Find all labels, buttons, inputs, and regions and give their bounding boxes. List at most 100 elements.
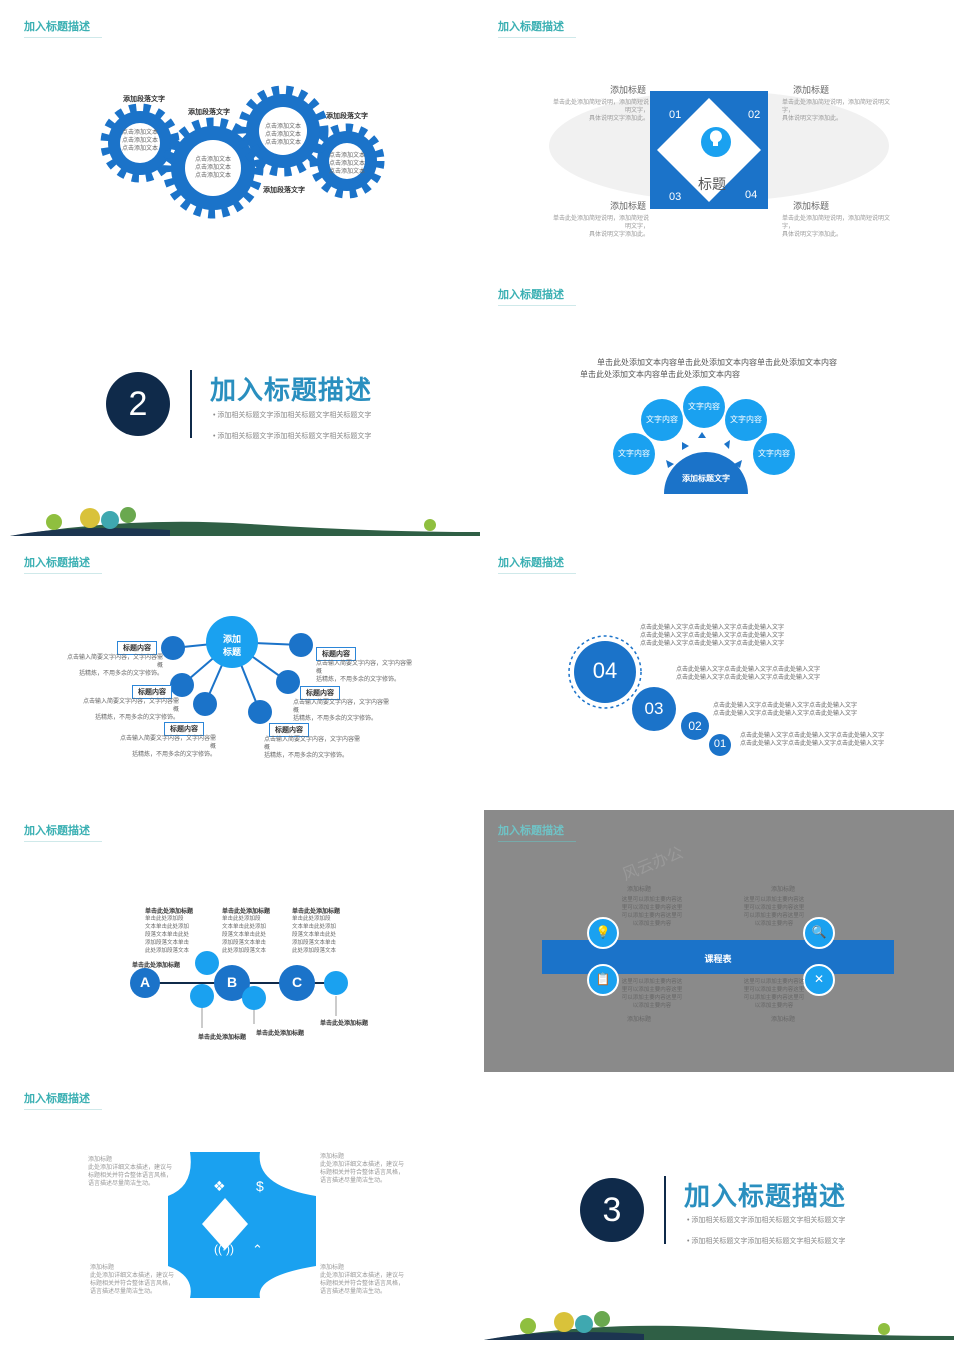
- hub-desc-5: 点击输入简要文字内容，文字内容需概括精炼，不用多余的文字修饰。: [293, 700, 390, 722]
- brain-title-br: 添加标题: [793, 201, 830, 211]
- step-02: 02: [688, 719, 702, 733]
- section-bullet-2: • 添加相关标题文字添加相关标题文字相关标题文字: [213, 433, 372, 440]
- slide-abc[interactable]: 加入标题描述 A B C 单击此处添加标题 单击此处添加段文本单击此处添加段落文…: [10, 810, 480, 1072]
- brain-desc-br: 单击此处添加简短说明，添加简短说明文字，具体说明文字添加此。: [782, 216, 891, 238]
- abc-label-b1: 单击此处添加标题: [198, 1035, 247, 1041]
- sched-title-br: 添加标题: [770, 1017, 795, 1023]
- gear-label-2: 添加段落文字: [188, 109, 230, 116]
- section-number: 2: [106, 372, 170, 436]
- hub-label-6: 标题内容: [269, 723, 309, 737]
- lightbulb-icon: 💡: [595, 925, 611, 939]
- tools-icon: ✕: [813, 972, 825, 986]
- cross-tr: 添加标题此处添加详细文本描述，建议与标题相关并符合整体语言风格，语言描述尽量简洁…: [320, 1154, 405, 1184]
- abc-col-1: 单击此处添加标题 单击此处添加段文本单击此处添加段落文本单击此处添加段落文本单击…: [145, 909, 194, 954]
- cross-br: 添加标题此处添加详细文本描述，建议与标题相关并符合整体语言风格，语言描述尽量简洁…: [320, 1265, 405, 1295]
- abc-col-3: 单击此处添加标题 单击此处添加段文本单击此处添加段落文本单击此处添加段落文本单击…: [292, 909, 341, 954]
- slide-semicircle[interactable]: 加入标题描述 单击此处添加文本内容单击此处添加文本内容单击此处添加文本内容 单击…: [484, 274, 954, 536]
- bubble-2: 文字内容: [646, 415, 678, 424]
- step-02-text: 点击此处输入文字点击此处输入文字点击此处输入文字点击此处输入文字点击此处输入文字…: [713, 703, 858, 717]
- hub-desc-4: 点击输入简要文字内容，文字内容需概括精炼，不用多余的文字修饰。: [316, 661, 413, 683]
- sched-body-tr: 这里可以添加主要内容这里可以添加主要内容这里可以添加主要内容这里可以添加主要内容: [743, 897, 805, 927]
- hub-label-1: 标题内容: [117, 641, 157, 655]
- slide-cross[interactable]: 加入标题描述 ❖ $ ((·)) ⌃ 添加标题此处添加详细文本描述，建议与标题相…: [10, 1078, 480, 1340]
- sched-body-tl: 这里可以添加主要内容这里可以添加主要内容这里可以添加主要内容这里可以添加主要内容: [621, 897, 683, 927]
- brain-title-tl: 添加标题: [610, 85, 647, 95]
- abc-label-b2: 单击此处添加标题: [256, 1031, 305, 1037]
- section-title: 加入标题描述: [210, 375, 373, 405]
- diamond-num-04: 04: [745, 189, 758, 201]
- brain-title-tr: 添加标题: [793, 85, 830, 95]
- slide-title: 加入标题描述: [498, 18, 576, 38]
- bubble-5: 文字内容: [758, 449, 790, 458]
- gears-graphic: [100, 85, 385, 219]
- section-divider: [664, 1176, 666, 1244]
- slide-title: 加入标题描述: [498, 286, 576, 306]
- brain-desc-tl: 单击此处添加简短说明，添加简短说明文字，具体说明文字添加此。: [552, 100, 649, 122]
- slide-title: 加入标题描述: [498, 554, 576, 574]
- sched-title-tr: 添加标题: [770, 887, 795, 893]
- node-c: C: [291, 974, 303, 990]
- schedule-bar-title: 课程表: [704, 954, 732, 964]
- slide-steps[interactable]: 加入标题描述 04 03 02 01 点击此处输入文字点击此处输入文字点击此处输…: [484, 542, 954, 804]
- hub-label-3: 标题内容: [164, 722, 204, 736]
- slide-brain-diamond[interactable]: 加入标题描述 标题 01 02 03 04 添加标题 单击此处添加简短说明，添加…: [484, 6, 954, 268]
- slide-section-2[interactable]: 2 加入标题描述 • 添加相关标题文字添加相关标题文字相关标题文字 • 添加相关…: [10, 274, 480, 536]
- cross-tl: 添加标题此处添加详细文本描述，建议与标题相关并符合整体语言风格，语言描述尽量简洁…: [88, 1157, 173, 1187]
- step-01-text: 点击此处输入文字点击此处输入文字点击此处输入文字点击此处输入文字点击此处输入文字…: [740, 733, 885, 747]
- hub-graphic: [161, 616, 313, 724]
- hub-center: 添加 标题: [222, 634, 241, 657]
- node-b: B: [226, 974, 238, 990]
- section-number: 3: [580, 1178, 644, 1242]
- sched-body-bl: 这里可以添加主要内容这里可以添加主要内容这里可以添加主要内容这里可以添加主要内容: [621, 979, 683, 1009]
- gear-label-1: 添加段落文字: [123, 96, 165, 103]
- slide-schedule[interactable]: 加入标题描述 风云办公 课程表 💡 🔍 📋 ✕ 添加标题 这里可以添加主要内容这…: [484, 810, 954, 1072]
- gear-text-2: 点击添加文本点击添加文本点击添加文本: [194, 157, 231, 179]
- sched-title-tl: 添加标题: [626, 887, 651, 893]
- bubble-1: 文字内容: [618, 449, 650, 458]
- semi-base-label: 添加标题文字: [682, 474, 730, 483]
- section-bullet-2: • 添加相关标题文字添加相关标题文字相关标题文字: [687, 1238, 846, 1245]
- section-divider: [190, 370, 192, 438]
- hub-label-5: 标题内容: [300, 686, 340, 700]
- landscape-graphic: [484, 1311, 954, 1340]
- steps-graphic: [568, 635, 731, 756]
- slide-hub[interactable]: 加入标题描述 添加 标题 标题内容 点击输入简要文字内容，文字内容需概括精炼，不…: [10, 542, 480, 804]
- box-icon: ❖: [213, 1178, 226, 1194]
- diamond-center-title: 标题: [698, 176, 726, 192]
- brain-desc-bl: 单击此处添加简短说明，添加简短说明文字，具体说明文字添加此。: [552, 216, 649, 238]
- diamond-num-01: 01: [669, 109, 682, 121]
- landscape-graphic: [10, 507, 480, 536]
- diamond-num-02: 02: [748, 109, 761, 121]
- gear-label-3: 添加段落文字: [326, 113, 368, 120]
- hub-desc-2: 点击输入简要文字内容，文字内容需概括精炼，不用多余的文字修饰。: [83, 699, 180, 721]
- diamond-graphic: [549, 91, 889, 209]
- gear-text-1: 点击添加文本点击添加文本点击添加文本: [121, 130, 158, 152]
- schedule-icons: [587, 917, 835, 996]
- hub-desc-3: 点击输入简要文字内容，文字内容需概括精炼，不用多余的文字修饰。: [120, 736, 217, 758]
- step-01: 01: [713, 738, 727, 750]
- semi-intro-2: 单击此处添加文本内容单击此处添加文本内容: [580, 370, 740, 379]
- gear-label-4: 添加段落文字: [263, 187, 305, 194]
- wifi-icon: ((·)): [214, 1242, 234, 1256]
- step-03: 03: [644, 699, 664, 718]
- step-03-text: 点击此处输入文字点击此处输入文字点击此处输入文字点击此处输入文字点击此处输入文字…: [676, 667, 821, 681]
- clipboard-icon: 📋: [595, 972, 611, 986]
- slide-title: 加入标题描述: [24, 18, 102, 38]
- cross-graphic: [168, 1152, 316, 1298]
- slide-title: 加入标题描述: [24, 554, 102, 574]
- hub-desc-6: 点击输入简要文字内容，文字内容需概括精炼，不用多余的文字修饰。: [264, 737, 361, 759]
- semi-intro-1: 单击此处添加文本内容单击此处添加文本内容单击此处添加文本内容: [597, 358, 837, 367]
- slide-gears[interactable]: 加入标题描述 添加段落文字 添加段落文字 添加段落文字 添加段落文字 点击添加文…: [10, 6, 480, 268]
- section-bullet-1: • 添加相关标题文字添加相关标题文字相关标题文字: [213, 412, 372, 419]
- sched-body-br: 这里可以添加主要内容这里可以添加主要内容这里可以添加主要内容这里可以添加主要内容: [743, 979, 805, 1009]
- bubble-3: 文字内容: [688, 402, 720, 411]
- slide-section-3[interactable]: 3 加入标题描述 • 添加相关标题文字添加相关标题文字相关标题文字 • 添加相关…: [484, 1078, 954, 1340]
- brain-title-bl: 添加标题: [610, 201, 647, 211]
- hub-label-2: 标题内容: [132, 685, 172, 699]
- gear-text-3: 点击添加文本点击添加文本点击添加文本: [264, 124, 301, 146]
- abc-label-a: 单击此处添加标题: [132, 963, 181, 969]
- gear-text-4: 点击添加文本点击添加文本点击添加文本: [329, 153, 366, 175]
- hub-label-4: 标题内容: [316, 647, 356, 661]
- slide-title: 加入标题描述: [24, 822, 102, 842]
- step-04: 04: [592, 658, 618, 683]
